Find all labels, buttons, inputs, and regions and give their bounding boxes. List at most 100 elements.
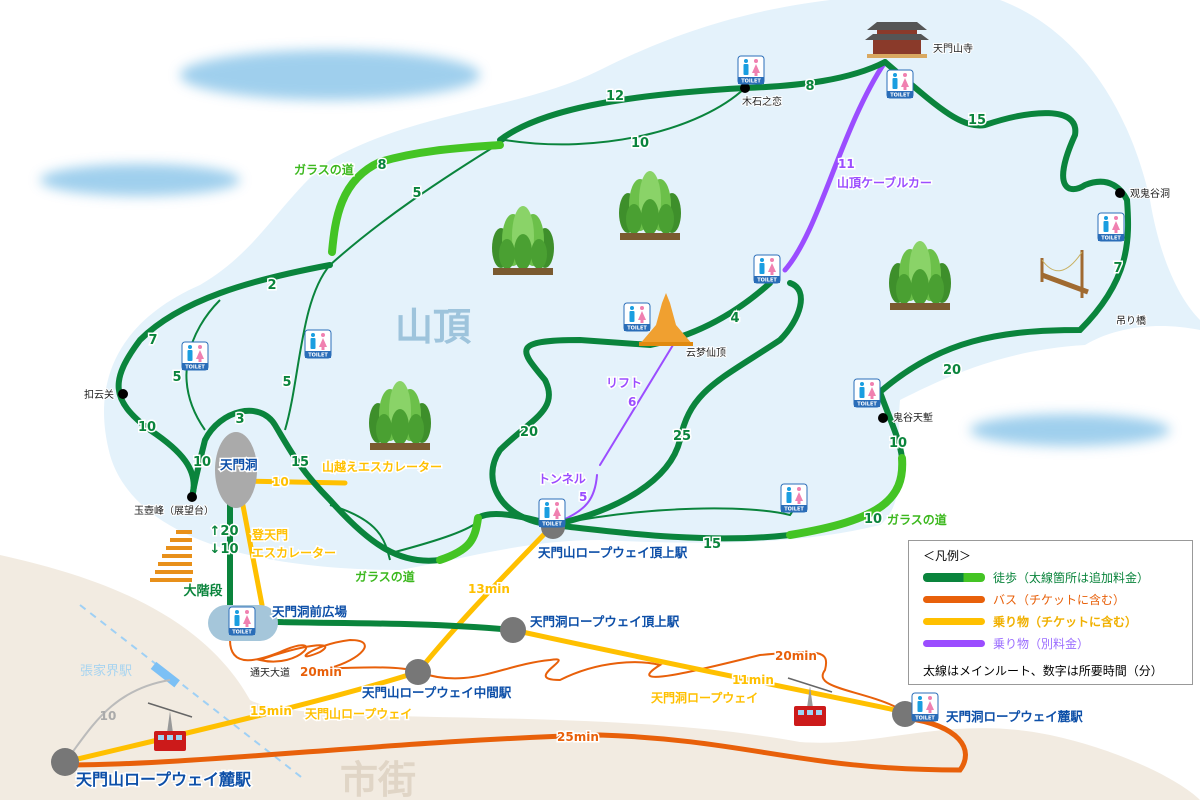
- legend-label: 乗り物（別料金）: [993, 636, 1090, 651]
- legend-swatch-walk: [923, 572, 985, 582]
- map-label: 11: [838, 157, 855, 171]
- map-label: 大階段: [183, 583, 222, 599]
- toilet-label: TOILET: [757, 278, 777, 284]
- lift-route: [599, 344, 674, 466]
- map-label: 10: [272, 475, 289, 489]
- toilet-label: TOILET: [890, 93, 910, 99]
- ride-labels: 11 山頂ケーブルカー リフト 6 トンネル 5 山越えエスカレーター 10 登…: [100, 156, 934, 746]
- tianmen-middle-station[interactable]: [405, 659, 431, 685]
- map-label: ガラスの道: [294, 162, 354, 177]
- legend-swatch-ride-extra: [923, 639, 985, 647]
- map-label: 15: [703, 537, 721, 552]
- map-label: 25min: [557, 730, 599, 744]
- map-label: 6: [628, 395, 636, 409]
- toilet-label: TOILET: [542, 522, 562, 528]
- toilet-label: TOILET: [915, 716, 935, 722]
- extra-ride-routes: [562, 59, 888, 521]
- map-label: 天門洞ロープウェイ頂上駅: [530, 614, 680, 629]
- cave-ropeway: [510, 627, 908, 715]
- toilets: TOILET TOILET TOILET TOILET TOILET TOILE…: [181, 55, 1125, 722]
- town-area-label: 市街: [340, 758, 416, 800]
- map-label: 15: [291, 455, 309, 470]
- legend-label: 徒歩（太線箇所は追加料金）: [993, 570, 1150, 585]
- glass-road-routes: [328, 141, 907, 564]
- map-label: 5: [579, 490, 587, 504]
- map-label: 10: [193, 455, 211, 470]
- station-labels: 天門洞 天門洞前広場 天門山ロープウェイ頂上駅 天門洞ロープウェイ頂上駅 天門山…: [75, 456, 1085, 791]
- map-label: 天門洞: [220, 457, 258, 472]
- map-label: 山頂ケーブルカー: [837, 175, 932, 190]
- spot-dots: [118, 83, 1125, 502]
- legend-swatch-bus: [923, 595, 985, 603]
- map-label: 15min: [250, 704, 292, 718]
- map-label: 2: [267, 278, 276, 293]
- map-label: 10: [889, 436, 907, 451]
- walk-time-labels: 12 8 15 7 20 10 10 15 4 25 20 10 8 5 2 7…: [136, 78, 1124, 559]
- station-walk-route: [64, 679, 171, 763]
- map-label: 20min: [775, 649, 817, 663]
- legend: ＜凡例＞ 徒歩（太線箇所は追加料金） バス（チケットに含む） 乗り物（チケットに…: [908, 540, 1193, 685]
- map-label: 20: [943, 363, 961, 378]
- map-label: 扣云关: [84, 388, 114, 401]
- map-label: 4: [730, 311, 739, 326]
- main-walk-routes: [115, 59, 1132, 633]
- toilet-label: TOILET: [857, 402, 877, 408]
- legend-label: バス（チケットに含む）: [993, 592, 1126, 607]
- legend-swatch-ride: [923, 617, 985, 625]
- map-label: 20min: [300, 665, 342, 679]
- map-label: ガラスの道: [887, 512, 947, 527]
- map-label: 云梦仙顶: [686, 346, 726, 359]
- map-label: 登天門: [251, 527, 288, 542]
- map-label: 天門洞ロープウェイ麓駅: [946, 709, 1083, 724]
- legend-item-walk: 徒歩（太線箇所は追加料金）: [923, 566, 1192, 588]
- summit-area-label: 山頂: [395, 305, 472, 349]
- map-label: 25: [673, 429, 691, 444]
- legend-title: ＜凡例＞: [923, 549, 972, 563]
- tianmen-base-station[interactable]: [51, 748, 79, 776]
- map-label: 10: [100, 709, 117, 723]
- bus-route-main: [62, 715, 968, 773]
- clouds: [40, 50, 1170, 446]
- map-label: 天門山ロープウェイ: [305, 706, 412, 721]
- tianmen-ropeway-upper: [415, 522, 556, 675]
- town-area: [0, 555, 1200, 800]
- legend-item-bus: バス（チケットに含む）: [923, 588, 1192, 610]
- tunnel-route: [562, 474, 598, 521]
- map-label: 12: [606, 89, 624, 104]
- legend-item-ride: 乗り物（チケットに含む）: [923, 610, 1192, 632]
- map-label: 天門洞ロープウェイ: [651, 690, 758, 705]
- map-label: 8: [377, 158, 386, 173]
- map-label: 13min: [468, 582, 510, 596]
- map-label: 吊り橋: [1116, 314, 1146, 327]
- map-label: 天門山ロープウェイ中間駅: [362, 685, 512, 700]
- temple-icon: [865, 22, 929, 58]
- map-label: 鬼谷天塹: [893, 411, 933, 424]
- map-label: 木石之恋: [742, 95, 782, 108]
- map-label: 天門山ロープウェイ麓駅: [76, 770, 252, 789]
- map-label: 10: [864, 512, 882, 527]
- toilet-label: TOILET: [232, 630, 252, 636]
- toilet-label: TOILET: [185, 365, 205, 371]
- legend-note: 太線はメインルート、数字は所要時間（分）: [923, 664, 1163, 678]
- zhangjiajie-station-icon: [150, 661, 180, 688]
- legend-label: 乗り物（チケットに含む）: [993, 614, 1138, 629]
- map-label: 20: [520, 425, 538, 440]
- gondola-icon: [787, 677, 833, 727]
- map-label: 天門山寺: [933, 43, 973, 55]
- pagoda-icon: [639, 293, 693, 346]
- map-label: 7: [148, 333, 157, 348]
- cave-ropeway-top-station[interactable]: [500, 617, 526, 643]
- map-label: 8: [805, 79, 814, 94]
- spot-labels: 天門山寺 木石之恋 观鬼谷洞 吊り橋 鬼谷天塹 云梦仙顶 扣云关 玉壺峰（展望台…: [83, 42, 1171, 680]
- map-label: 观鬼谷洞: [1130, 187, 1170, 200]
- tianmen-cave[interactable]: [215, 432, 257, 508]
- map-label: 10: [631, 136, 649, 151]
- tianmen-ropeway-lower: [62, 669, 421, 765]
- map-label: ↑20: [210, 524, 239, 539]
- cablecar-route: [782, 59, 888, 273]
- map-label: 玉壺峰（展望台）: [134, 504, 214, 517]
- map-label: 15: [968, 113, 986, 128]
- map-label: トンネル: [538, 472, 586, 486]
